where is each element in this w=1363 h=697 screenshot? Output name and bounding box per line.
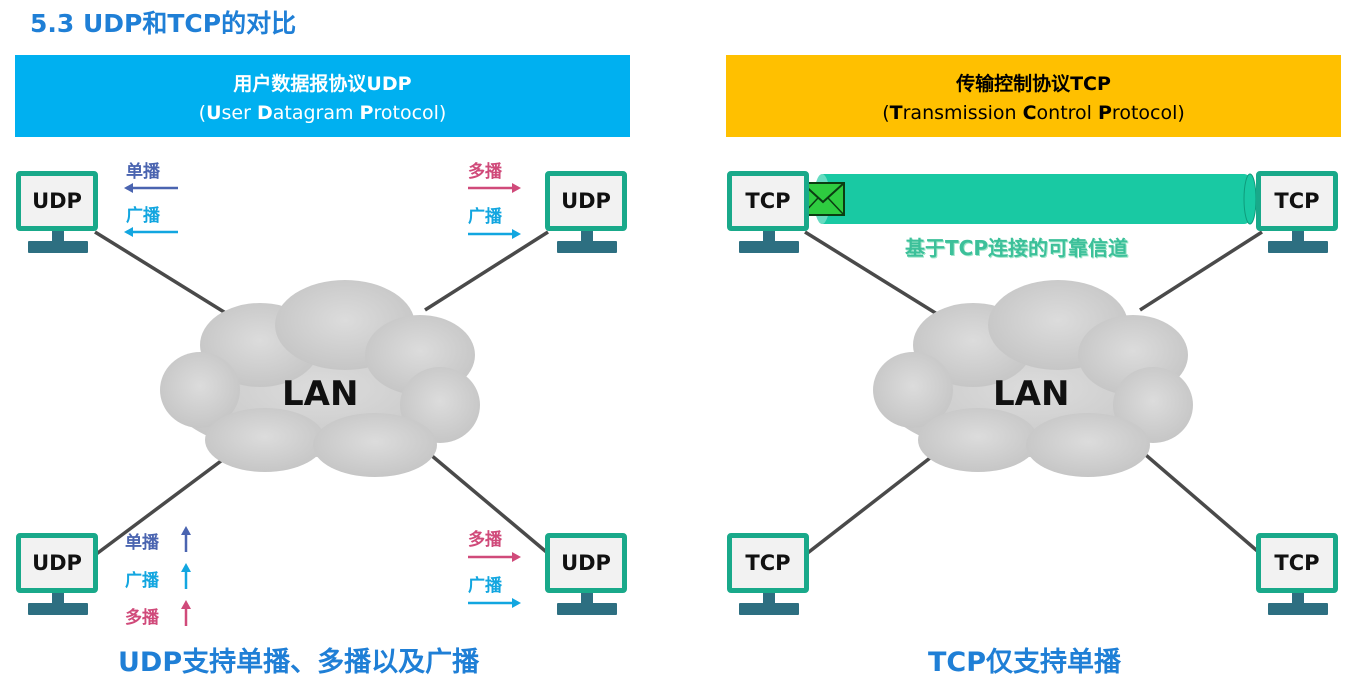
tcp-lan-label: LAN [993,374,1070,414]
cast-label-broadcast: 广播 [125,571,159,591]
tcp-host-bottom-left: TCP [727,533,811,621]
tcp-header-title: 传输控制协议TCP [956,73,1111,95]
monitor-icon: UDP [16,533,98,593]
cast-label-unicast: 单播 [126,162,160,182]
cast-label-multicast: 多播 [468,530,502,550]
udp-host-top-right: UDP [545,171,629,259]
udp-host-top-left: UDP [16,171,100,259]
arrow-icon [124,227,178,237]
arrow-icon [468,598,521,608]
udp-footer-caption: UDP支持单播、多播以及广播 [118,647,480,678]
monitor-icon: TCP [727,171,809,231]
page-title: 5.3 UDP和TCP的对比 [30,9,297,38]
udp-lan-cloud-icon [160,280,480,477]
udp-header-subtitle: (User Datagram Protocol) [198,102,447,124]
host-label: UDP [32,189,82,213]
monitor-icon: TCP [1256,171,1338,231]
cast-label-broadcast: 广播 [468,576,502,596]
monitor-icon: UDP [16,171,98,231]
cast-label-broadcast: 广播 [126,206,160,226]
monitor-icon: TCP [1256,533,1338,593]
arrow-icon [181,563,191,589]
udp-links [93,230,552,557]
host-label: TCP [745,551,791,575]
host-label: UDP [561,189,611,213]
arrow-icon [181,526,191,552]
host-label: TCP [1274,551,1320,575]
host-label: UDP [32,551,82,575]
host-label: TCP [745,189,791,213]
monitor-icon: TCP [727,533,809,593]
tcp-header-subtitle: (Transmission Control Protocol) [882,102,1185,124]
cast-label-multicast: 多播 [468,162,502,182]
udp-host-bottom-right: UDP [545,533,629,621]
tcp-channel-label: 基于TCP连接的可靠信道 [905,236,1128,260]
udp-header-banner: 用户数据报协议UDP (User Datagram Protocol) [15,55,630,137]
udp-host-bottom-left: UDP [16,533,100,621]
monitor-icon: UDP [545,533,627,593]
udp-lan-label: LAN [282,374,359,414]
tcp-host-top-left: TCP [727,171,811,259]
arrow-icon [468,229,521,239]
tcp-lan-cloud-icon [873,280,1193,477]
tcp-header-banner: 传输控制协议TCP (Transmission Control Protocol… [726,55,1341,137]
arrow-icon [124,183,178,193]
cast-label-multicast: 多播 [125,608,159,628]
udp-header-title: 用户数据报协议UDP [233,73,412,95]
cast-label-broadcast: 广播 [468,207,502,227]
arrow-icon [468,552,521,562]
tcp-host-bottom-right: TCP [1256,533,1340,621]
host-label: UDP [561,551,611,575]
tcp-host-top-right: TCP [1256,171,1340,259]
tcp-links [803,230,1264,557]
host-label: TCP [1274,189,1320,213]
monitor-icon: UDP [545,171,627,231]
arrow-icon [468,183,521,193]
tcp-footer-caption: TCP仅支持单播 [928,647,1122,678]
tcp-channel-pipe [814,173,1257,225]
cast-label-unicast: 单播 [125,533,159,553]
arrow-icon [181,600,191,626]
